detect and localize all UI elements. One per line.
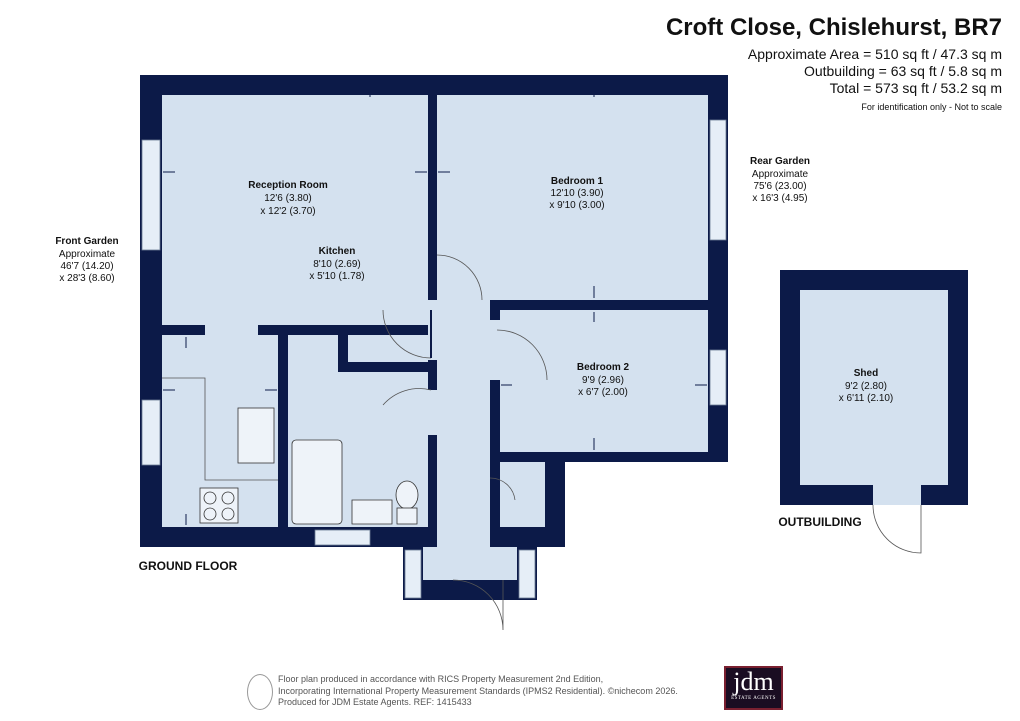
room-dimension: 12'6 (3.80) [264, 193, 312, 204]
room-dimension: 9'9 (2.96) [582, 375, 624, 386]
header: Croft Close, Chislehurst, BR7 Approximat… [666, 14, 1002, 112]
room-name: Bedroom 2 [577, 362, 630, 373]
room-name: Bedroom 1 [551, 176, 604, 187]
floor-label: GROUND FLOOR [139, 559, 238, 573]
garden-dimension: 75'6 (23.00) [753, 181, 806, 192]
footer-line: Incorporating International Property Mea… [278, 685, 678, 696]
garden-dimension: x 28'3 (8.60) [59, 273, 114, 284]
window [709, 349, 727, 406]
garden-qualifier: Approximate [59, 249, 116, 260]
door-swing [382, 309, 432, 359]
room-dimension: 9'2 (2.80) [845, 381, 887, 392]
hallway [437, 300, 490, 547]
room-dimension: x 9'10 (3.00) [549, 200, 604, 211]
room-dimension: x 6'11 (2.10) [839, 393, 894, 404]
bedroom-2 [500, 310, 708, 452]
garden-dimension: 46'7 (14.20) [60, 261, 113, 272]
front-door-swing [452, 579, 504, 631]
person-icon [247, 674, 273, 710]
window [709, 119, 727, 241]
garden-qualifier: Approximate [752, 169, 809, 180]
door-swing [436, 254, 483, 301]
room-dimension: x 5'10 (1.78) [309, 271, 364, 282]
bath [291, 439, 343, 525]
window [404, 549, 422, 599]
window [518, 549, 536, 599]
approximate-area: Approximate Area = 510 sq ft / 47.3 sq m [747, 46, 1002, 62]
door-swing [382, 388, 432, 406]
reception-room [162, 95, 428, 325]
room-dimension: x 6'7 (2.00) [578, 387, 628, 398]
bedroom-1 [437, 95, 708, 300]
footer-line: Floor plan produced in accordance with R… [278, 674, 604, 684]
shed [800, 290, 948, 485]
footer-line: Produced for JDM Estate Agents. REF: 141… [278, 697, 472, 707]
washbasin [351, 499, 393, 525]
garden-dimension: x 16'3 (4.95) [752, 193, 807, 204]
window [141, 139, 161, 251]
footer: Floor plan produced in accordance with R… [278, 674, 678, 709]
property-title: Croft Close, Chislehurst, BR7 [665, 14, 1002, 41]
hall-cupboard [500, 462, 545, 527]
window [314, 529, 371, 546]
garden-name: Front Garden [55, 236, 118, 247]
cupboard [288, 335, 338, 372]
room-name: Kitchen [319, 246, 356, 257]
sink [237, 407, 275, 464]
door-swing [489, 477, 516, 501]
window [141, 399, 161, 466]
floor-label: OUTBUILDING [778, 515, 861, 529]
door-swing [496, 329, 548, 381]
total-area: Total = 573 sq ft / 53.2 sq m [829, 80, 1002, 96]
room-name: Reception Room [248, 180, 328, 191]
disclaimer: For identification only - Not to scale [861, 102, 1002, 112]
garden-name: Rear Garden [750, 156, 810, 167]
room-dimension: 12'10 (3.90) [550, 188, 603, 199]
outbuilding-area: Outbuilding = 63 sq ft / 5.8 sq m [803, 63, 1002, 79]
room-name: Shed [854, 368, 878, 379]
room-dimension: x 12'2 (3.70) [260, 206, 315, 217]
toilet [395, 480, 419, 510]
room-dimension: 8'10 (2.69) [313, 259, 361, 270]
jdm-logo: jdm ESTATE AGENTS [724, 666, 783, 710]
door-swing [872, 504, 922, 554]
